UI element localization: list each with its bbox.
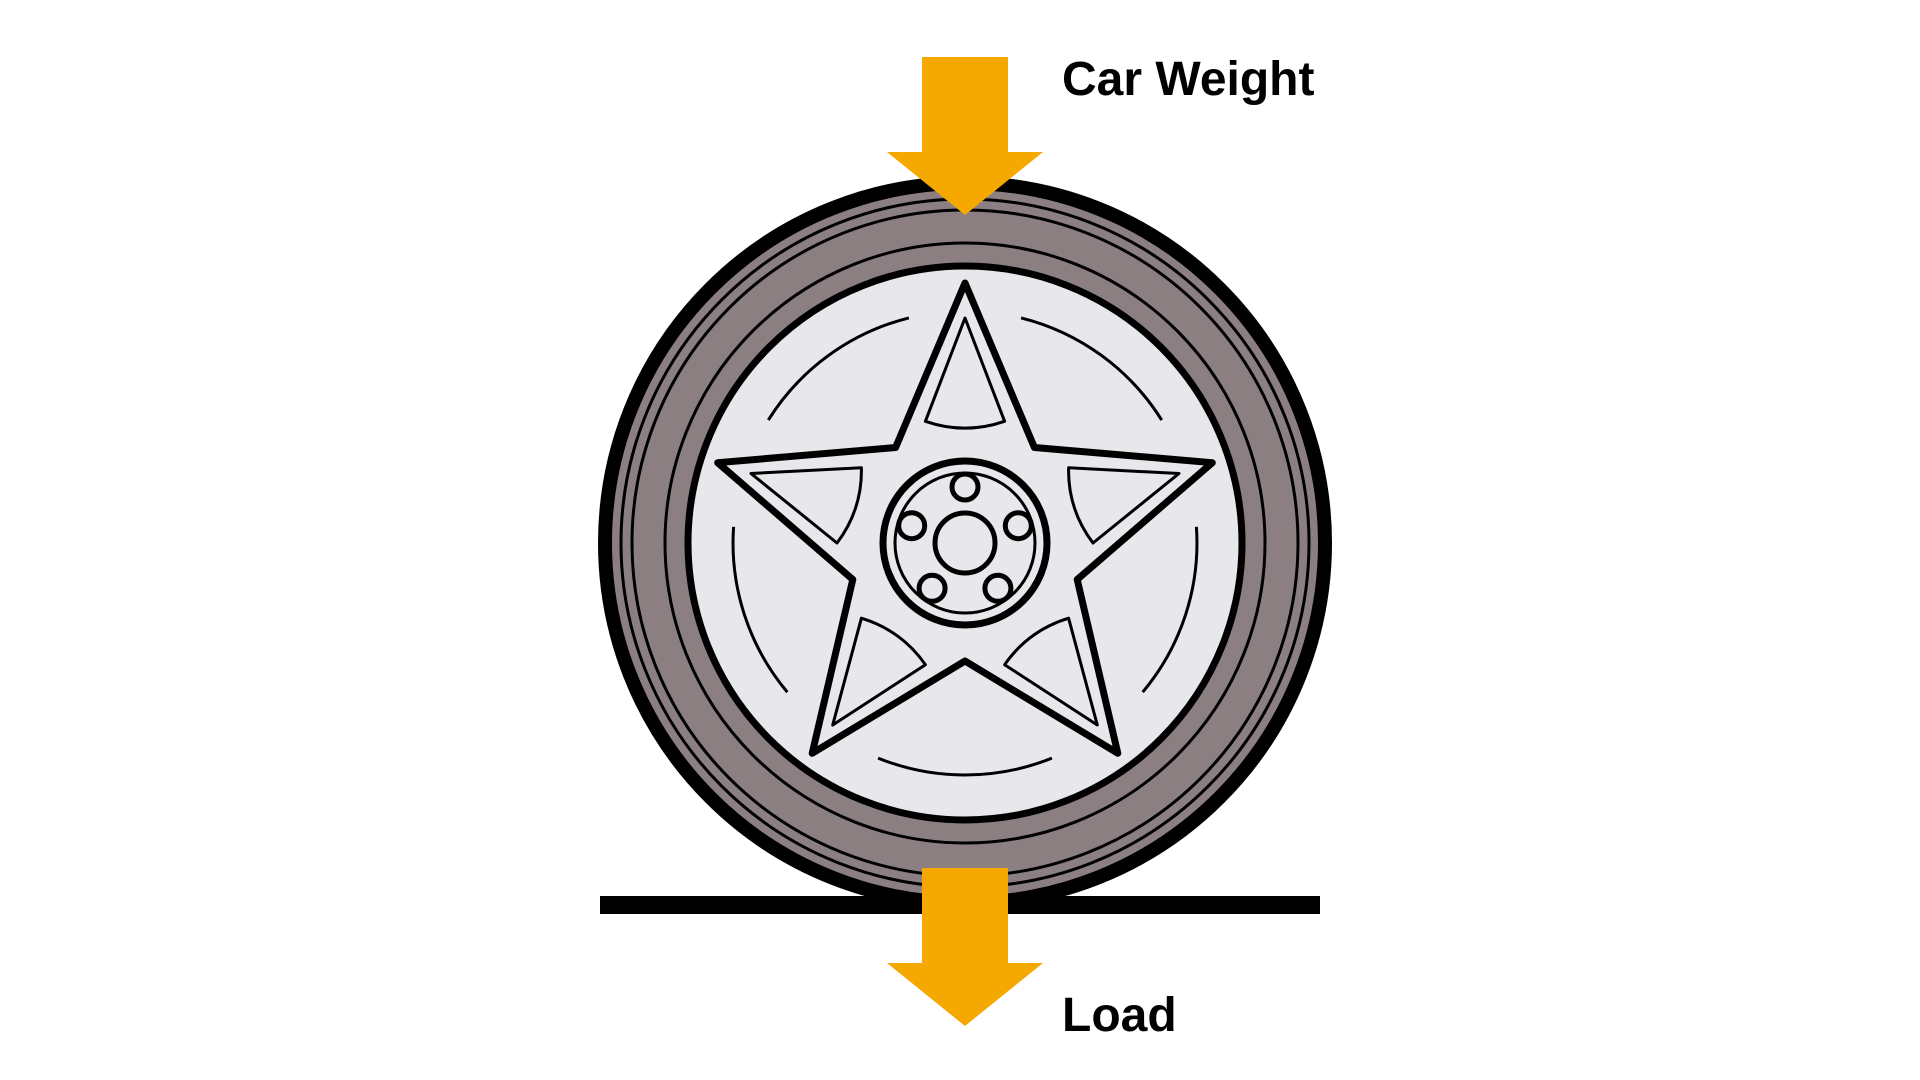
rim-window-arc bbox=[1141, 526, 1199, 694]
lug-nut bbox=[949, 471, 981, 503]
spoke-inner-triangle bbox=[831, 616, 927, 727]
spoke-inner-triangle bbox=[923, 316, 1007, 430]
lug-nut bbox=[1002, 510, 1034, 542]
car-weight-arrow bbox=[887, 57, 1043, 215]
rim-window-arc bbox=[1020, 316, 1163, 421]
spoke-inner-triangle bbox=[749, 466, 863, 545]
load-label: Load bbox=[1062, 989, 1177, 1042]
rim-window-arc bbox=[731, 526, 789, 694]
rim-windows bbox=[731, 316, 1199, 777]
rim-window-arc bbox=[877, 756, 1053, 777]
tire-sidewall-line bbox=[663, 241, 1267, 845]
car-weight-label: Car Weight bbox=[1062, 53, 1315, 106]
spoke-inner-triangle bbox=[1003, 616, 1099, 727]
wheel bbox=[598, 176, 1332, 910]
center-cap bbox=[932, 510, 998, 576]
lug-nuts bbox=[896, 471, 1034, 604]
spoke-inner-triangle bbox=[1067, 466, 1181, 545]
spoke-inner-triangles bbox=[749, 316, 1181, 727]
load-arrow bbox=[887, 868, 1043, 1026]
rim-window-arc bbox=[767, 316, 910, 421]
lug-nut bbox=[916, 572, 948, 604]
lug-nut bbox=[896, 510, 928, 542]
lug-nut bbox=[982, 572, 1014, 604]
